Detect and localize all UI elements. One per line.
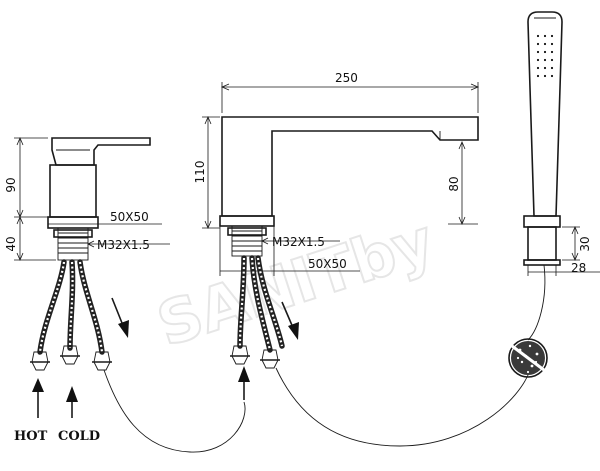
mixer-nut [53, 229, 93, 238]
shower-dim-28: 28 [571, 261, 586, 275]
shower-hose-up [527, 264, 546, 341]
mixer-hoses [30, 259, 112, 371]
mixer-flow-arrows [32, 297, 129, 418]
spout-dim-thread: M32X1.5 [272, 235, 325, 249]
mixer-dim-arrows [16, 136, 24, 262]
shower-handle [527, 11, 563, 217]
spout-dim-250: 250 [335, 71, 358, 85]
spout-hoses [230, 255, 299, 400]
hose-spout-to-shower [275, 367, 531, 447]
outflow-arrow-head [118, 320, 129, 338]
spout-dim-50x50: 50X50 [308, 257, 347, 271]
mixer-dim-thread: M32X1.5 [97, 238, 150, 252]
spout-inflow-arrow-head [238, 366, 250, 382]
label-cold: COLD [58, 429, 100, 444]
spout-dim-250-lines [221, 82, 479, 113]
spout-dim-80-lines [448, 142, 478, 225]
spout-drawing: 250 110 80 M32X1.5 50X50 [193, 71, 480, 276]
spout-base [219, 215, 275, 227]
hose-mixer-to-spout [103, 369, 246, 453]
mixer-base [47, 216, 99, 229]
label-hot: HOT [14, 429, 48, 444]
hot-arrow-head [32, 378, 44, 392]
spout-dim-80: 80 [447, 176, 461, 191]
mixer-dim-lines [14, 137, 56, 261]
mixer-body [49, 164, 97, 218]
shower-dim-28-lines [527, 265, 600, 276]
mixer-drawing: 90 40 50X50 M32X1.5 [4, 136, 170, 300]
mixer-thread-leader [87, 240, 170, 248]
shower-dim-30-arrows [571, 225, 579, 262]
mixer-dim-40: 40 [4, 236, 18, 251]
shower-holder [527, 226, 557, 261]
spout-thread-lines [232, 230, 262, 252]
spout-dim-80-arrows [458, 140, 466, 226]
mixer-dim-90: 90 [4, 177, 18, 192]
spout-thread-leader [261, 237, 340, 245]
spout-outflow-arrow-head [288, 322, 299, 340]
spout-dim-110: 110 [193, 161, 207, 184]
spout-dim-250-arrows [220, 83, 480, 91]
mixer-dim-50x50: 50X50 [110, 210, 149, 224]
shower-holder-base [523, 259, 561, 266]
spout-dim-110-arrows [204, 115, 212, 230]
mixer-thread-lines [58, 232, 88, 254]
watermark: SANITby [149, 206, 442, 361]
spout-dim-110-lines [202, 116, 220, 229]
hose-detail-circle [508, 338, 548, 378]
shower-drawing: 30 28 [508, 11, 600, 378]
shower-dim-30: 30 [578, 236, 592, 251]
cold-arrow-head [66, 386, 78, 402]
hose-detail-band [511, 344, 545, 372]
shower-holder-cap [523, 215, 561, 228]
spout-nut [227, 227, 267, 236]
mixer-lever [51, 137, 151, 166]
shower-dim-30-lines [562, 226, 580, 261]
shower-nozzles [536, 34, 554, 78]
